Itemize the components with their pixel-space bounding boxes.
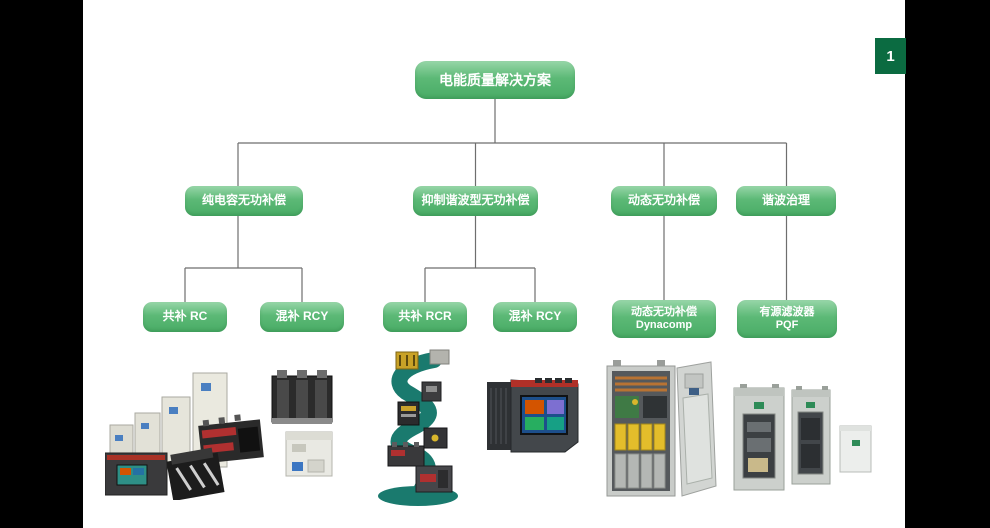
node-mixed-compensation-rcy-2: 混补 RCY [493,302,577,332]
product-image-component-family-vine [378,349,458,506]
node-pure-capacitive-compensation: 纯电容无功补偿 [185,186,303,216]
node-root-power-quality-solutions: 电能质量解决方案 [415,61,575,99]
node-label: 共补 RCR [398,309,452,324]
product-image-rvc-power-factor-controller [487,378,579,453]
node-harmonic-suppression-compensation: 抑制谐波型无功补偿 [413,186,538,216]
product-image-capacitor-banks-and-switchgear-collage [105,372,264,500]
node-harmonic-treatment: 谐波治理 [736,186,836,216]
node-label: 有源滤波器 [759,306,815,319]
node-label: 谐波治理 [761,193,810,208]
node-dynacomp: 动态无功补偿 Dynacomp [612,300,716,338]
node-sublabel: Dynacomp [635,319,693,331]
product-image-dynacomp-open-cabinet [606,360,717,497]
right-margin-bar [905,0,990,528]
node-sublabel: PQF [775,319,799,331]
page-number-badge: 1 [875,38,906,74]
node-dynamic-compensation: 动态无功补偿 [611,186,717,216]
node-label: 抑制谐波型无功补偿 [421,193,530,208]
node-label: 动态无功补偿 [631,306,697,319]
node-label: 动态无功补偿 [627,193,700,208]
node-label: 混补 RCY [508,309,562,324]
product-image-pqf-active-filter-cabinets [733,384,872,491]
node-shared-compensation-rcr: 共补 RCR [383,302,467,332]
node-label: 纯电容无功补偿 [201,193,286,208]
left-margin-bar [0,0,83,528]
node-shared-compensation-rc: 共补 RC [143,302,227,332]
node-root-label: 电能质量解决方案 [439,71,551,88]
node-mixed-compensation-rcy: 混补 RCY [260,302,344,332]
node-label: 混补 RCY [275,309,329,324]
node-label: 共补 RC [162,309,208,324]
node-pqf-active-filter: 有源滤波器 PQF [737,300,837,338]
product-image-three-phase-contactor-and-din-module [271,370,333,477]
